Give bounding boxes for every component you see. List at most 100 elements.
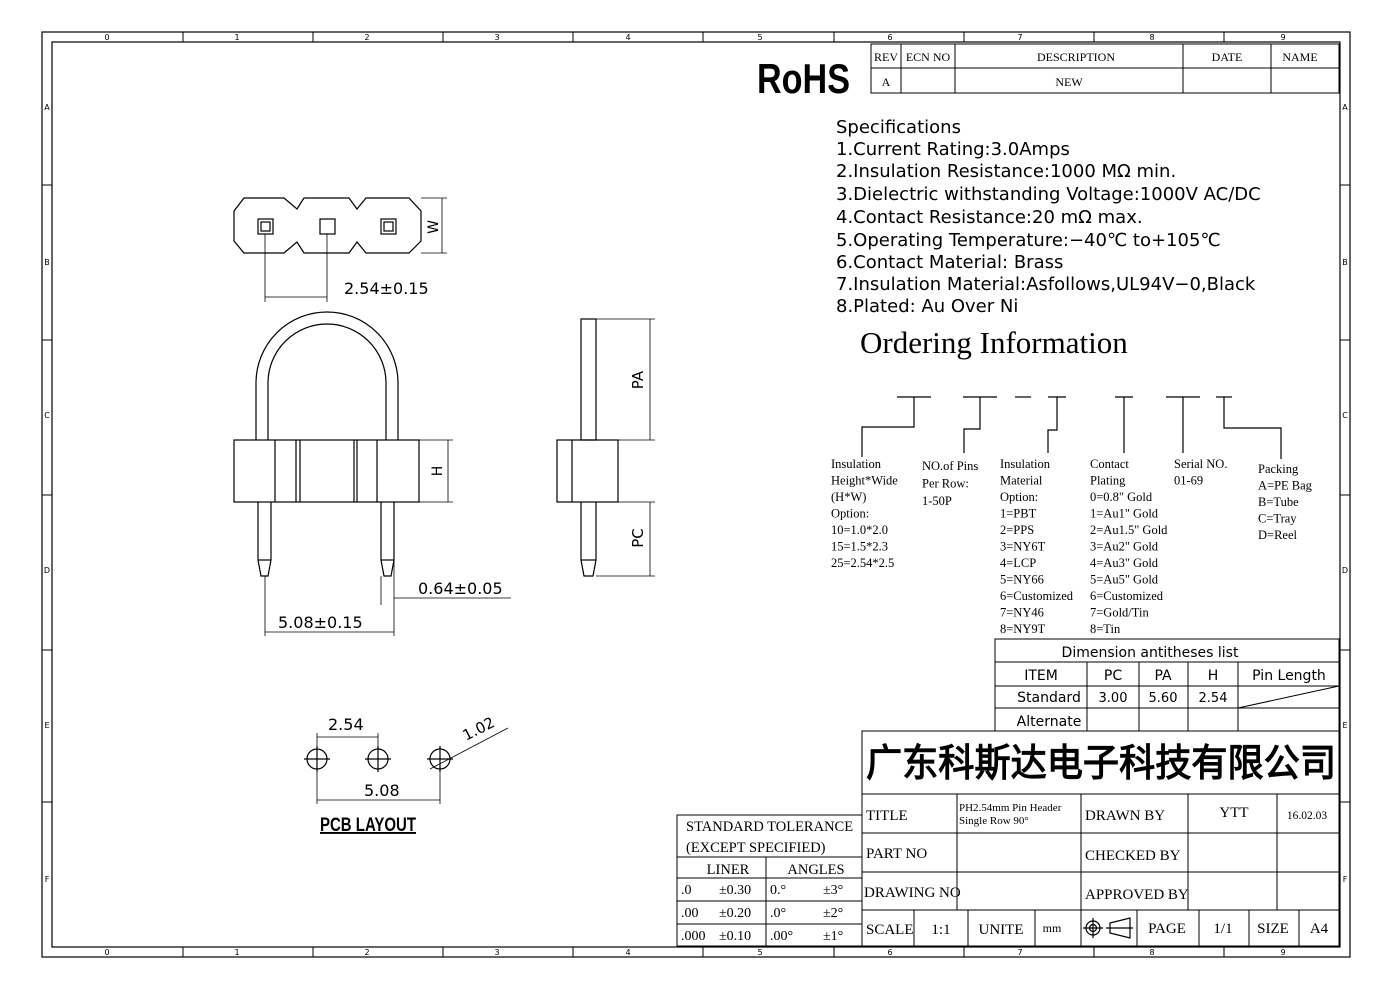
border-grid-ticks [42, 32, 1350, 957]
border-row-label: A [1342, 103, 1348, 112]
ordering-option-line: A=PE Bag [1258, 479, 1313, 493]
dim-col-pin-length: Pin Length [1252, 668, 1326, 684]
rev-header: REV [874, 50, 898, 64]
ordering-option-line: 4=Au3" Gold [1090, 556, 1159, 570]
tolerance-cell: ±0.30 [719, 883, 751, 898]
border-column-label: 1 [234, 948, 239, 957]
ordering-option-line: NO.of Pins [922, 459, 978, 473]
dimension-list-title: Dimension antitheses list [1062, 645, 1239, 661]
pin-diameter-dimension: 0.64±0.05 [418, 579, 503, 598]
spec-item: 6.Contact Material: Brass [836, 252, 1063, 273]
top-view [233, 197, 447, 302]
page-label: PAGE [1148, 921, 1186, 937]
tolerance-angles-header: ANGLES [787, 862, 844, 878]
ordering-heading: Ordering Information [860, 325, 1128, 360]
tolerance-title-2: (EXCEPT SPECIFIED) [686, 840, 826, 856]
tolerance-cell: ±3° [823, 883, 843, 898]
ordering-option-line: 4=LCP [1000, 556, 1036, 570]
border-row-label: D [1342, 566, 1348, 575]
border-row-label: F [45, 875, 50, 884]
ordering-option-line: Insulation [1000, 457, 1051, 471]
ordering-option-line: 10=1.0*2.0 [831, 523, 888, 537]
tolerance-cell: .00° [770, 929, 793, 944]
dim-standard-pc: 3.00 [1099, 691, 1128, 706]
border-column-label: 5 [757, 948, 762, 957]
ordering-option-line: 15=1.5*2.3 [831, 540, 888, 554]
ordering-option-line: Height*Wide [831, 474, 898, 488]
ordering-option-line: 1=PBT [1000, 507, 1037, 521]
date-header: DATE [1212, 50, 1243, 64]
border-column-label: 9 [1280, 33, 1285, 42]
front-pitch-dimension: 5.08±0.15 [278, 613, 363, 632]
ordering-option-line: 7=NY46 [1000, 606, 1044, 620]
pcb-pitch-5-08: 5.08 [364, 781, 400, 800]
ordering-option-line: Insulation [831, 457, 882, 471]
spec-item: 1.Current Rating:3.0Amps [836, 139, 1070, 160]
pcb-pitch-2-54: 2.54 [328, 715, 364, 734]
title-value-line-1: PH2.54mm Pin Header [959, 802, 1062, 814]
border-row-label: C [1342, 411, 1348, 420]
ordering-option-line: 6=Customized [1090, 589, 1164, 603]
page-value: 1/1 [1213, 921, 1232, 937]
ordering-option-line: 7=Gold/Tin [1090, 606, 1149, 620]
tolerance-cell: .000 [681, 929, 706, 944]
ordering-option-line: C=Tray [1258, 512, 1297, 526]
ordering-option-line: Packing [1258, 462, 1299, 476]
border-row-label: E [44, 721, 49, 730]
ordering-option-line: Option: [831, 507, 869, 521]
tolerance-cell: .00 [681, 906, 699, 921]
rev-value: A [882, 75, 891, 89]
border-column-label: 1 [234, 33, 239, 42]
drawn-by-label: DRAWN BY [1085, 808, 1165, 824]
spec-item: 4.Contact Resistance:20 mΩ max. [836, 207, 1143, 228]
top-w-dimension: W [426, 220, 442, 234]
border-column-label: 6 [887, 33, 892, 42]
dim-row-alternate: Alternate [1017, 714, 1082, 730]
border-column-label: 0 [104, 33, 109, 42]
pcb-layout-title: PCB LAYOUT [320, 815, 416, 836]
border-column-label: 4 [625, 948, 630, 957]
name-header: NAME [1282, 50, 1317, 64]
border-column-label: 2 [364, 33, 369, 42]
ordering-option-line: 3=Au2" Gold [1090, 540, 1159, 554]
border-row-label: D [44, 566, 50, 575]
ordering-option-line: 3=NY6T [1000, 540, 1046, 554]
spec-item: 2.Insulation Resistance:1000 MΩ min. [836, 161, 1176, 182]
dim-standard-pa: 5.60 [1149, 691, 1178, 706]
border-column-label: 3 [494, 33, 499, 42]
specifications-heading: Specifications [836, 117, 961, 138]
ordering-option-line: 25=2.54*2.5 [831, 556, 894, 570]
ordering-option-line: 2=Au1.5" Gold [1090, 523, 1168, 537]
tolerance-cell: ±2° [823, 906, 843, 921]
pcb-hole-dimension: 1.02 [460, 713, 498, 744]
drawn-date: 16.02.03 [1287, 810, 1328, 822]
ordering-code-lines [861, 396, 1282, 459]
border-row-label: B [44, 258, 50, 267]
title-label: TITLE [866, 808, 908, 824]
ordering-option-line: Material [1000, 474, 1043, 488]
tolerance-cell: ±1° [823, 929, 843, 944]
ordering-option-line: 0=0.8" Gold [1090, 490, 1153, 504]
front-view [233, 311, 511, 636]
dim-col-h: H [1208, 668, 1219, 684]
border-column-label: 5 [757, 33, 762, 42]
tolerance-cell: ±0.20 [719, 906, 751, 921]
unite-label: UNITE [979, 922, 1024, 938]
tolerance-cell: .0° [770, 906, 786, 921]
checked-by-label: CHECKED BY [1085, 848, 1181, 864]
ordering-option-line: Serial NO. [1174, 457, 1227, 471]
dim-row-standard: Standard [1017, 690, 1081, 706]
border-column-label: 7 [1017, 948, 1022, 957]
border-column-label: 6 [887, 948, 892, 957]
ordering-option-line: 8=Tin [1090, 622, 1121, 636]
ordering-option-line: Option: [1000, 490, 1038, 504]
front-h-dimension: H [430, 466, 446, 477]
border-column-label: 9 [1280, 948, 1285, 957]
border-row-label: E [1342, 721, 1347, 730]
border-column-label: 4 [625, 33, 630, 42]
projection-symbol-icon [1083, 917, 1133, 939]
ordering-option-line: 2=PPS [1000, 523, 1034, 537]
ordering-option-line: 5=Au5" Gold [1090, 573, 1159, 587]
